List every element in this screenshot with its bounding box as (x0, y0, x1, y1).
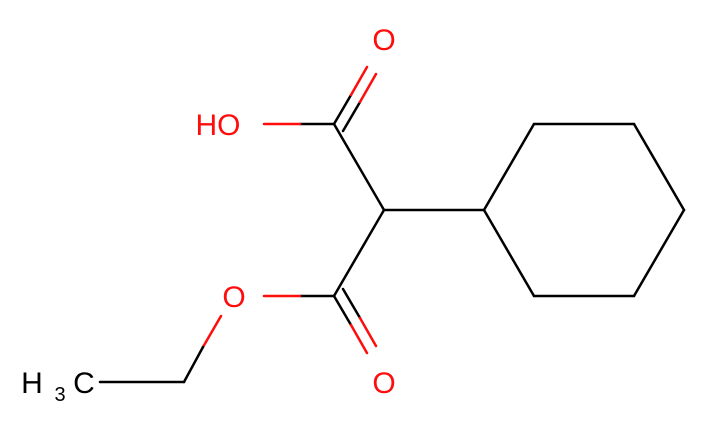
methyl-c-label: C (73, 367, 95, 400)
hydroxyl-label: HO (196, 109, 241, 142)
carboxylic-acid-group (262, 65, 386, 212)
cyclohexane-ring (482, 122, 686, 298)
methyl-label: H 3 C (21, 367, 95, 406)
carbonyl-oxygen-top-label: O (372, 24, 395, 57)
ester-oxygen-label: O (222, 281, 245, 314)
ester-group (98, 208, 386, 384)
carbonyl-oxygen-bottom-label: O (372, 367, 395, 400)
methyl-h-label: H (21, 367, 43, 400)
methyl-subscript: 3 (54, 384, 65, 406)
